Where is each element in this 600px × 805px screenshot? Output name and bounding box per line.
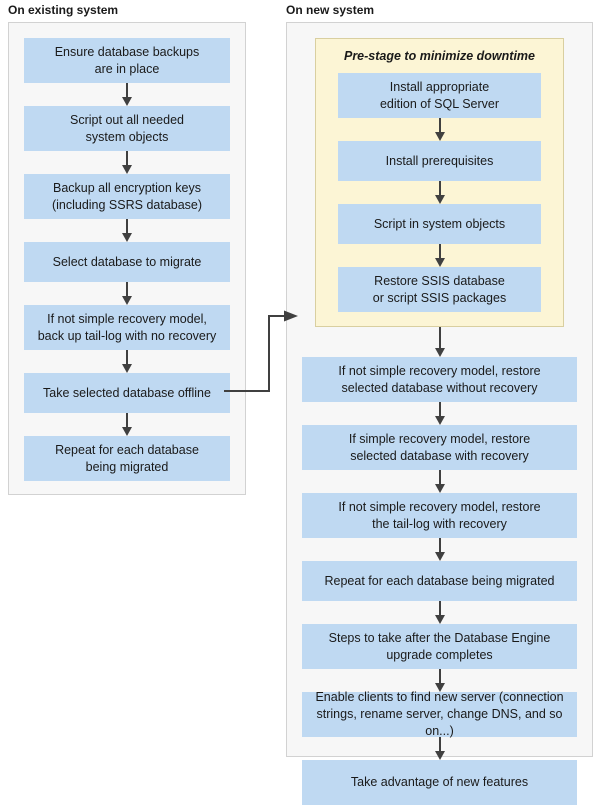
connector-arrow-down xyxy=(302,737,577,760)
node-line1: Script out all needed xyxy=(70,112,184,127)
connector-arrow-down xyxy=(338,181,541,204)
node-line1: Install prerequisites xyxy=(385,153,494,168)
node-line2: upgrade completes xyxy=(386,647,493,662)
connector-arrow-down xyxy=(24,219,230,242)
node-repeat-each-database[interactable]: Repeat for each database being migrated xyxy=(24,436,230,481)
connector-arrow-down xyxy=(24,350,230,373)
node-line1: Repeat for each database being migrated xyxy=(324,573,555,588)
node-line1: If not simple recovery model, restore xyxy=(338,499,541,514)
node-repeat-each-database-migrated[interactable]: Repeat for each database being migrated xyxy=(302,561,577,601)
connector-arrow-down xyxy=(302,327,577,357)
node-line1: Ensure database backups xyxy=(54,44,200,59)
node-line1: If not simple recovery model, xyxy=(47,311,207,326)
panel-existing-system: Ensure database backups are in place Scr… xyxy=(8,22,246,495)
node-line2: are in place xyxy=(94,61,160,76)
node-line1: If not simple recovery model, restore xyxy=(338,363,541,378)
node-install-sql-server-edition[interactable]: Install appropriate edition of SQL Serve… xyxy=(338,73,541,118)
node-line1: Enable clients to find new server (conne… xyxy=(315,690,564,704)
node-backup-tail-log-no-recovery[interactable]: If not simple recovery model, back up ta… xyxy=(24,305,230,350)
node-line1: Take selected database offline xyxy=(43,385,211,400)
node-line2: selected database without recovery xyxy=(341,380,538,395)
node-restore-with-recovery[interactable]: If simple recovery model, restore select… xyxy=(302,425,577,470)
node-line2: selected database with recovery xyxy=(350,448,529,463)
connector-arrow-down xyxy=(24,83,230,106)
connector-arrow-down xyxy=(24,151,230,174)
node-line1: If simple recovery model, restore xyxy=(348,431,531,446)
node-script-out-system-objects[interactable]: Script out all needed system objects xyxy=(24,106,230,151)
connector-arrow-down xyxy=(338,118,541,141)
prestage-title: Pre-stage to minimize downtime xyxy=(343,49,535,63)
node-take-advantage-new-features[interactable]: Take advantage of new features xyxy=(302,760,577,805)
connector-arrow-down xyxy=(302,402,577,425)
node-line1: Take advantage of new features xyxy=(350,775,529,789)
column-title-existing: On existing system xyxy=(8,3,119,17)
node-line2: being migrated xyxy=(85,459,169,474)
connector-arrow-down xyxy=(24,282,230,305)
connector-arrow-down xyxy=(338,244,541,267)
node-line2: back up tail-log with no recovery xyxy=(37,328,217,343)
node-line1: Install appropriate xyxy=(389,79,490,94)
node-line1: Steps to take after the Database Engine xyxy=(328,630,551,645)
node-line2: or script SSIS packages xyxy=(372,290,507,305)
node-script-in-system-objects[interactable]: Script in system objects xyxy=(338,204,541,244)
connector-arrow-down xyxy=(302,470,577,493)
connector-arrow-down xyxy=(24,413,230,436)
node-line1: Script in system objects xyxy=(373,216,506,231)
node-line2: the tail-log with recovery xyxy=(372,516,507,531)
connector-arrow-down xyxy=(302,601,577,624)
connector-arrow-down xyxy=(302,538,577,561)
node-steps-after-upgrade[interactable]: Steps to take after the Database Engine … xyxy=(302,624,577,669)
node-select-database-to-migrate[interactable]: Select database to migrate xyxy=(24,242,230,282)
node-install-prerequisites[interactable]: Install prerequisites xyxy=(338,141,541,181)
node-line2: edition of SQL Server xyxy=(379,96,500,111)
node-enable-clients-find-server[interactable]: Enable clients to find new server (conne… xyxy=(302,690,577,738)
node-line2: system objects xyxy=(85,129,169,144)
node-restore-tail-log-with-recovery[interactable]: If not simple recovery model, restore th… xyxy=(302,493,577,538)
node-line2: strings, rename server, change DNS, and … xyxy=(316,707,563,738)
node-line2: (including SSRS database) xyxy=(51,197,203,212)
node-line1: Repeat for each database xyxy=(55,442,199,457)
panel-new-system: Pre-stage to minimize downtime Install a… xyxy=(286,22,593,805)
node-line1: Backup all encryption keys xyxy=(53,180,201,195)
column-title-new: On new system xyxy=(286,3,375,17)
node-restore-ssis-database[interactable]: Restore SSIS database or script SSIS pac… xyxy=(338,267,541,312)
column-new-system: On new system Pre-stage to minimize down… xyxy=(286,0,593,805)
node-line1: Select database to migrate xyxy=(52,254,202,269)
group-prestage: Pre-stage to minimize downtime Install a… xyxy=(315,38,564,327)
node-ensure-database-backups[interactable]: Ensure database backups are in place xyxy=(24,38,230,83)
column-existing-system: On existing system Ensure database backu… xyxy=(8,0,246,495)
node-backup-encryption-keys[interactable]: Backup all encryption keys (including SS… xyxy=(24,174,230,219)
node-restore-without-recovery[interactable]: If not simple recovery model, restore se… xyxy=(302,357,577,402)
node-take-database-offline[interactable]: Take selected database offline xyxy=(24,373,230,413)
node-line1: Restore SSIS database xyxy=(374,273,505,288)
connector-arrow-down xyxy=(302,669,577,692)
